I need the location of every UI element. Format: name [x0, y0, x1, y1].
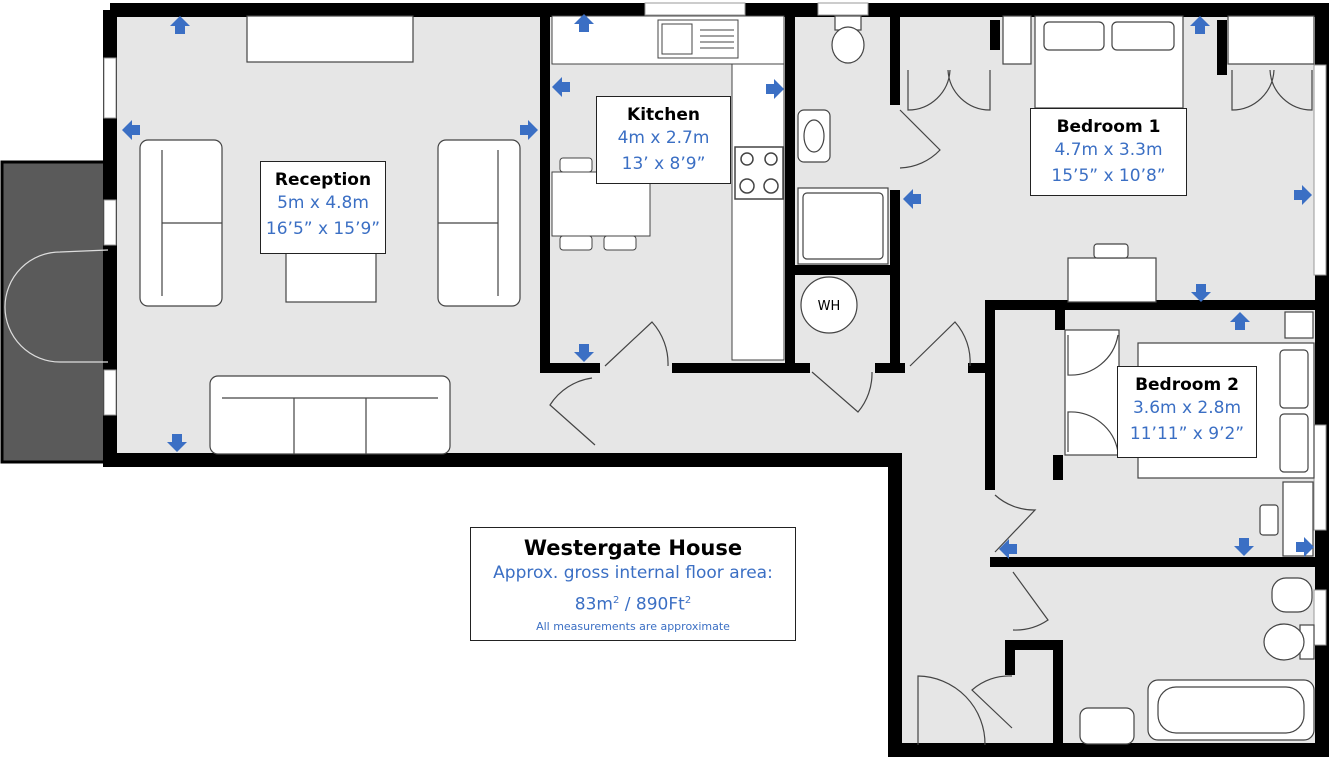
room-metric: 5m x 4.8m [277, 193, 369, 213]
vent-arrow-icon [999, 539, 1017, 559]
windows [103, 2, 1327, 646]
room-name: Reception [274, 170, 372, 190]
sink-icon [657, 19, 739, 59]
superscript-2: 2 [684, 595, 692, 606]
room-metric: 3.6m x 2.8m [1132, 398, 1242, 418]
room-label-kitchen: Kitchen 4m x 2.7m 13’ x 8’9” [596, 96, 731, 184]
doors [4, 69, 1313, 746]
room-imperial: 13’ x 8’9” [621, 154, 706, 174]
room-metric: 4m x 2.7m [617, 128, 710, 148]
vent-arrow-icon [520, 120, 538, 140]
superscript-2: 2 [613, 595, 620, 606]
vent-arrow-icon [766, 79, 784, 99]
room-imperial: 16’5” x 15’9” [265, 219, 381, 239]
vent-arrow-icon [552, 77, 570, 97]
bedroom1-furniture [1002, 15, 1315, 303]
vent-arrow-icon [1296, 537, 1314, 557]
room-label-bedroom1: Bedroom 1 4.7m x 3.3m 15’5” x 10’8” [1030, 108, 1187, 196]
vent-arrow-icon [1294, 185, 1312, 205]
vent-arrow-icon [170, 16, 190, 34]
vent-arrow-icon [1230, 312, 1250, 330]
vent-arrow-icon [1191, 284, 1211, 302]
floor-area-imperial: 890Ft [635, 594, 685, 615]
vent-arrows [122, 14, 1314, 559]
water-heater-label: WH [818, 299, 841, 314]
reception-furniture [139, 15, 521, 455]
vent-arrow-icon [574, 344, 594, 362]
floor-area-label: Approx. gross internal floor area: [493, 563, 773, 583]
vent-arrow-icon [167, 434, 187, 452]
bathroom-fixtures [797, 15, 889, 265]
bathroom2-fixtures [1079, 577, 1315, 745]
property-info-box: Westergate House Approx. gross internal … [470, 527, 796, 641]
vent-arrow-icon [1190, 16, 1210, 34]
room-label-bedroom2: Bedroom 2 3.6m x 2.8m 11’11” x 9’2” [1117, 366, 1257, 458]
hob-icon [734, 146, 784, 200]
outer-walls [103, 3, 1329, 757]
balcony [0, 160, 112, 464]
vent-arrow-icon [1234, 538, 1254, 556]
floor-area-separator: / [619, 594, 636, 615]
floor-area-metric: 83m [574, 594, 613, 615]
water-heater-icon: WH [800, 276, 858, 334]
floor-area-value: 83m2 / 890Ft2 [471, 587, 795, 619]
room-name: Bedroom 2 [1135, 375, 1239, 395]
property-name: Westergate House [523, 536, 743, 560]
room-metric: 4.7m x 3.3m [1054, 140, 1163, 160]
measurement-disclaimer: All measurements are approximate [536, 619, 730, 633]
room-name: Bedroom 1 [1056, 117, 1161, 137]
room-imperial: 15’5” x 10’8” [1051, 166, 1166, 186]
room-label-reception: Reception 5m x 4.8m 16’5” x 15’9” [260, 161, 386, 254]
interior-walls [540, 10, 1322, 750]
room-name: Kitchen [627, 105, 700, 125]
vent-arrow-icon [122, 120, 140, 140]
room-imperial: 11’11” x 9’2” [1129, 424, 1245, 444]
vent-arrow-icon [903, 189, 921, 209]
vent-arrow-icon [574, 14, 594, 32]
